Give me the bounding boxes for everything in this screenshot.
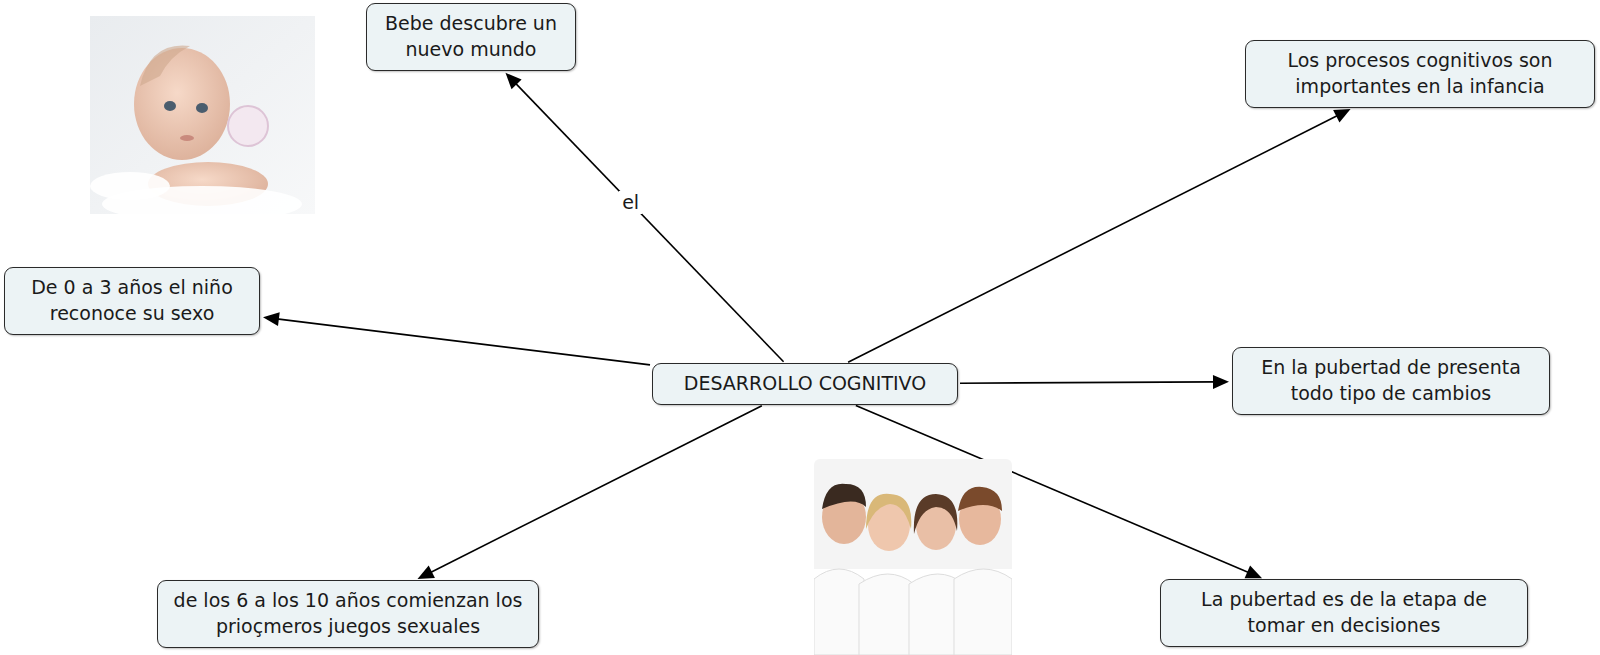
concept-text: Los procesos cognitivos son importantes … xyxy=(1258,48,1582,99)
arrow-head xyxy=(1213,375,1229,389)
concept-text: de los 6 a los 10 años comienzan los pri… xyxy=(170,588,526,639)
concept-box: En la pubertad de presenta todo tipo de … xyxy=(1232,347,1550,414)
concept-box: La pubertad es de la etapa de tomar en d… xyxy=(1160,579,1528,646)
arrow-head xyxy=(1245,565,1262,578)
central-concept-box: DESARROLLO COGNITIVO xyxy=(652,363,958,405)
concept-text: Bebe descubre un nuevo mundo xyxy=(379,11,563,62)
connector-arrow xyxy=(430,406,762,573)
connector-arrow xyxy=(515,83,783,362)
concept-text: En la pubertad de presenta todo tipo de … xyxy=(1245,355,1537,406)
baby-photo xyxy=(90,16,315,214)
concept-box: De 0 a 3 años el niño reconoce su sexo xyxy=(4,267,260,334)
connector-arrow xyxy=(277,319,650,365)
concept-box: Bebe descubre un nuevo mundo xyxy=(366,3,576,70)
edge-label: el xyxy=(619,191,642,214)
concept-box: de los 6 a los 10 años comienzan los pri… xyxy=(157,580,539,647)
arrow-head xyxy=(1333,109,1350,122)
concept-text: De 0 a 3 años el niño reconoce su sexo xyxy=(17,275,247,326)
concept-text: DESARROLLO COGNITIVO xyxy=(665,371,945,397)
connector-arrow xyxy=(960,382,1215,383)
teens-photo xyxy=(814,459,1012,655)
arrow-head xyxy=(263,312,280,326)
concept-box: Los procesos cognitivos son importantes … xyxy=(1245,40,1595,107)
connector-arrow xyxy=(848,115,1338,362)
arrow-head xyxy=(505,73,521,89)
arrow-head xyxy=(418,566,435,579)
concept-text: La pubertad es de la etapa de tomar en d… xyxy=(1173,587,1515,638)
